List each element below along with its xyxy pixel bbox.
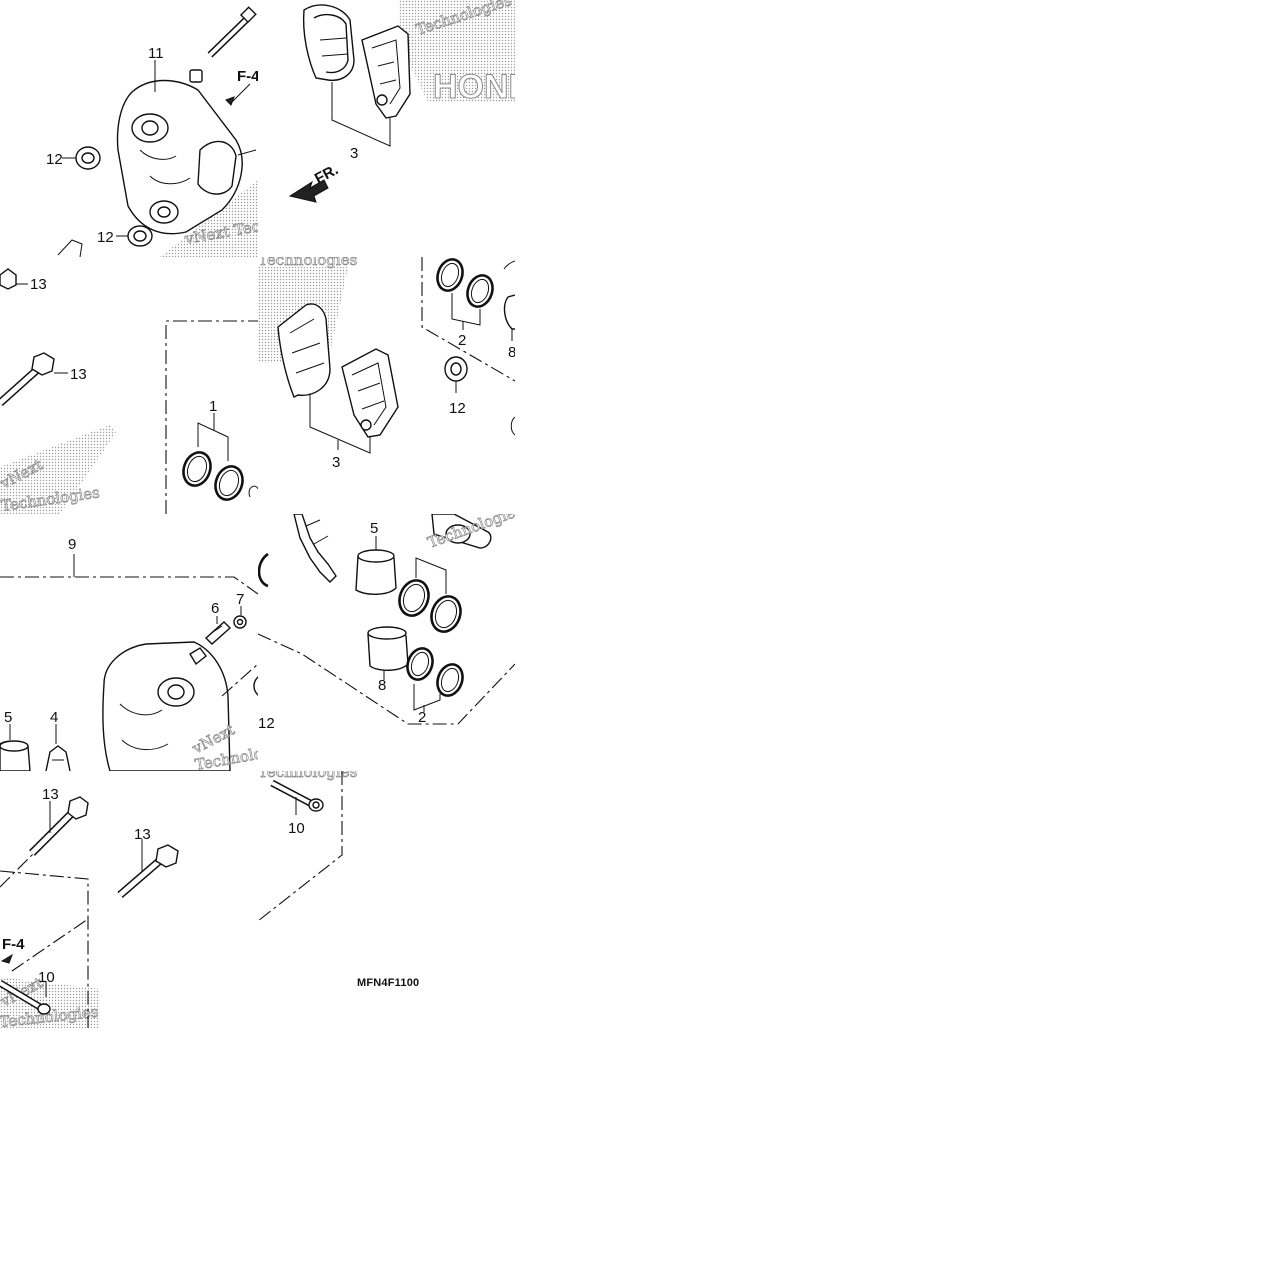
- callout-2-top: 2: [458, 332, 466, 349]
- callout-4: 4: [50, 709, 58, 726]
- tile-caliper-assy: 9 6 7 vNext Technologies: [0, 514, 258, 771]
- brake-pad-front: [277, 303, 331, 398]
- seal-set-1: [182, 451, 258, 501]
- bolt-13-top: [207, 6, 257, 58]
- brake-pad-left: [302, 4, 355, 81]
- callout-1: 1: [209, 398, 217, 415]
- callout-11: 11: [148, 45, 164, 62]
- front-direction-arrow: [288, 179, 329, 203]
- bolt-13-head-small: [0, 268, 17, 290]
- ref-marker-f4-a: F-4: [237, 68, 258, 85]
- watermark-text-d: Technologies: [258, 257, 357, 269]
- seal-set-2-lower: [406, 647, 464, 697]
- callout-2-lower: 2: [418, 709, 426, 726]
- callout-3-top: 3: [350, 145, 358, 162]
- callout-13-d: 13: [134, 826, 151, 843]
- tile-bolts-bottom: vNext Technologies 13 13 F-4: [0, 771, 258, 1028]
- callout-10-upper: 10: [288, 820, 305, 837]
- callout-13-a: 13: [30, 276, 47, 293]
- pin-10-lower: [0, 979, 51, 1015]
- callout-3-middle: 3: [332, 454, 340, 471]
- brake-pad-back: [341, 348, 399, 438]
- bleeder-cap-7: [233, 615, 247, 629]
- pad-spring-4: [45, 745, 71, 771]
- callout-9: 9: [68, 536, 76, 553]
- seal-set-2-top: [436, 258, 515, 308]
- callout-8: 8: [378, 677, 386, 694]
- callout-6: 6: [211, 600, 219, 617]
- boot-12-c: [444, 356, 468, 382]
- diagram-code-label: MFN4F1100: [357, 977, 420, 989]
- callout-13-b: 13: [70, 366, 87, 383]
- bolt-13-d: [117, 844, 179, 899]
- caliper-body-11: [116, 69, 243, 235]
- pad-spring-top: [293, 514, 337, 583]
- callout-8-partial: 8: [508, 344, 515, 361]
- watermark-text-h: Technologies: [258, 771, 357, 781]
- tile-pads-middle: Technologies 3: [258, 257, 515, 514]
- tile-pistons: Technologies 5 8: [258, 514, 515, 771]
- caliper-body-lower: [102, 641, 231, 771]
- callout-12-e-partial: 12: [258, 715, 275, 732]
- tile-caliper-top: 11 12 12 F-4 vNext Technologies: [0, 0, 258, 257]
- boot-12-b: [127, 225, 153, 247]
- svg-text:HONDA: HONDA: [433, 68, 515, 106]
- piston-5-right: [355, 549, 397, 595]
- piston-8-top: [503, 294, 515, 330]
- tile-bolts-left: vNext Technologies 13 4 13: [0, 257, 258, 514]
- callout-12-c: 12: [449, 400, 466, 417]
- piston-top-right: [431, 514, 492, 549]
- bolt-13-long: [0, 352, 55, 406]
- piston-5-left: [0, 740, 31, 771]
- tile-pads-top: HONDA Technologies 3 FR.: [258, 0, 515, 257]
- front-direction-label: FR.: [312, 161, 341, 187]
- callout-13-c: 13: [42, 786, 59, 803]
- callout-5-right: 5: [370, 520, 378, 537]
- callout-10-lower: 10: [38, 969, 55, 986]
- callout-7: 7: [236, 591, 244, 608]
- tile-pin-right: Technologies 10: [258, 771, 358, 931]
- callout-12-a: 12: [46, 151, 63, 168]
- piston-8: [367, 626, 409, 671]
- seal-set-1-lower: [398, 579, 462, 633]
- brake-pad-right: [361, 25, 411, 119]
- bleeder-6: [204, 621, 232, 645]
- pin-10-upper: [270, 779, 324, 812]
- boot-12-a: [75, 146, 101, 170]
- callout-12-b: 12: [97, 229, 114, 246]
- ref-marker-f4-b: F-4: [2, 936, 25, 953]
- boot-12-d: [253, 676, 258, 696]
- callout-5-left: 5: [4, 709, 12, 726]
- bolt-13-c: [29, 796, 89, 856]
